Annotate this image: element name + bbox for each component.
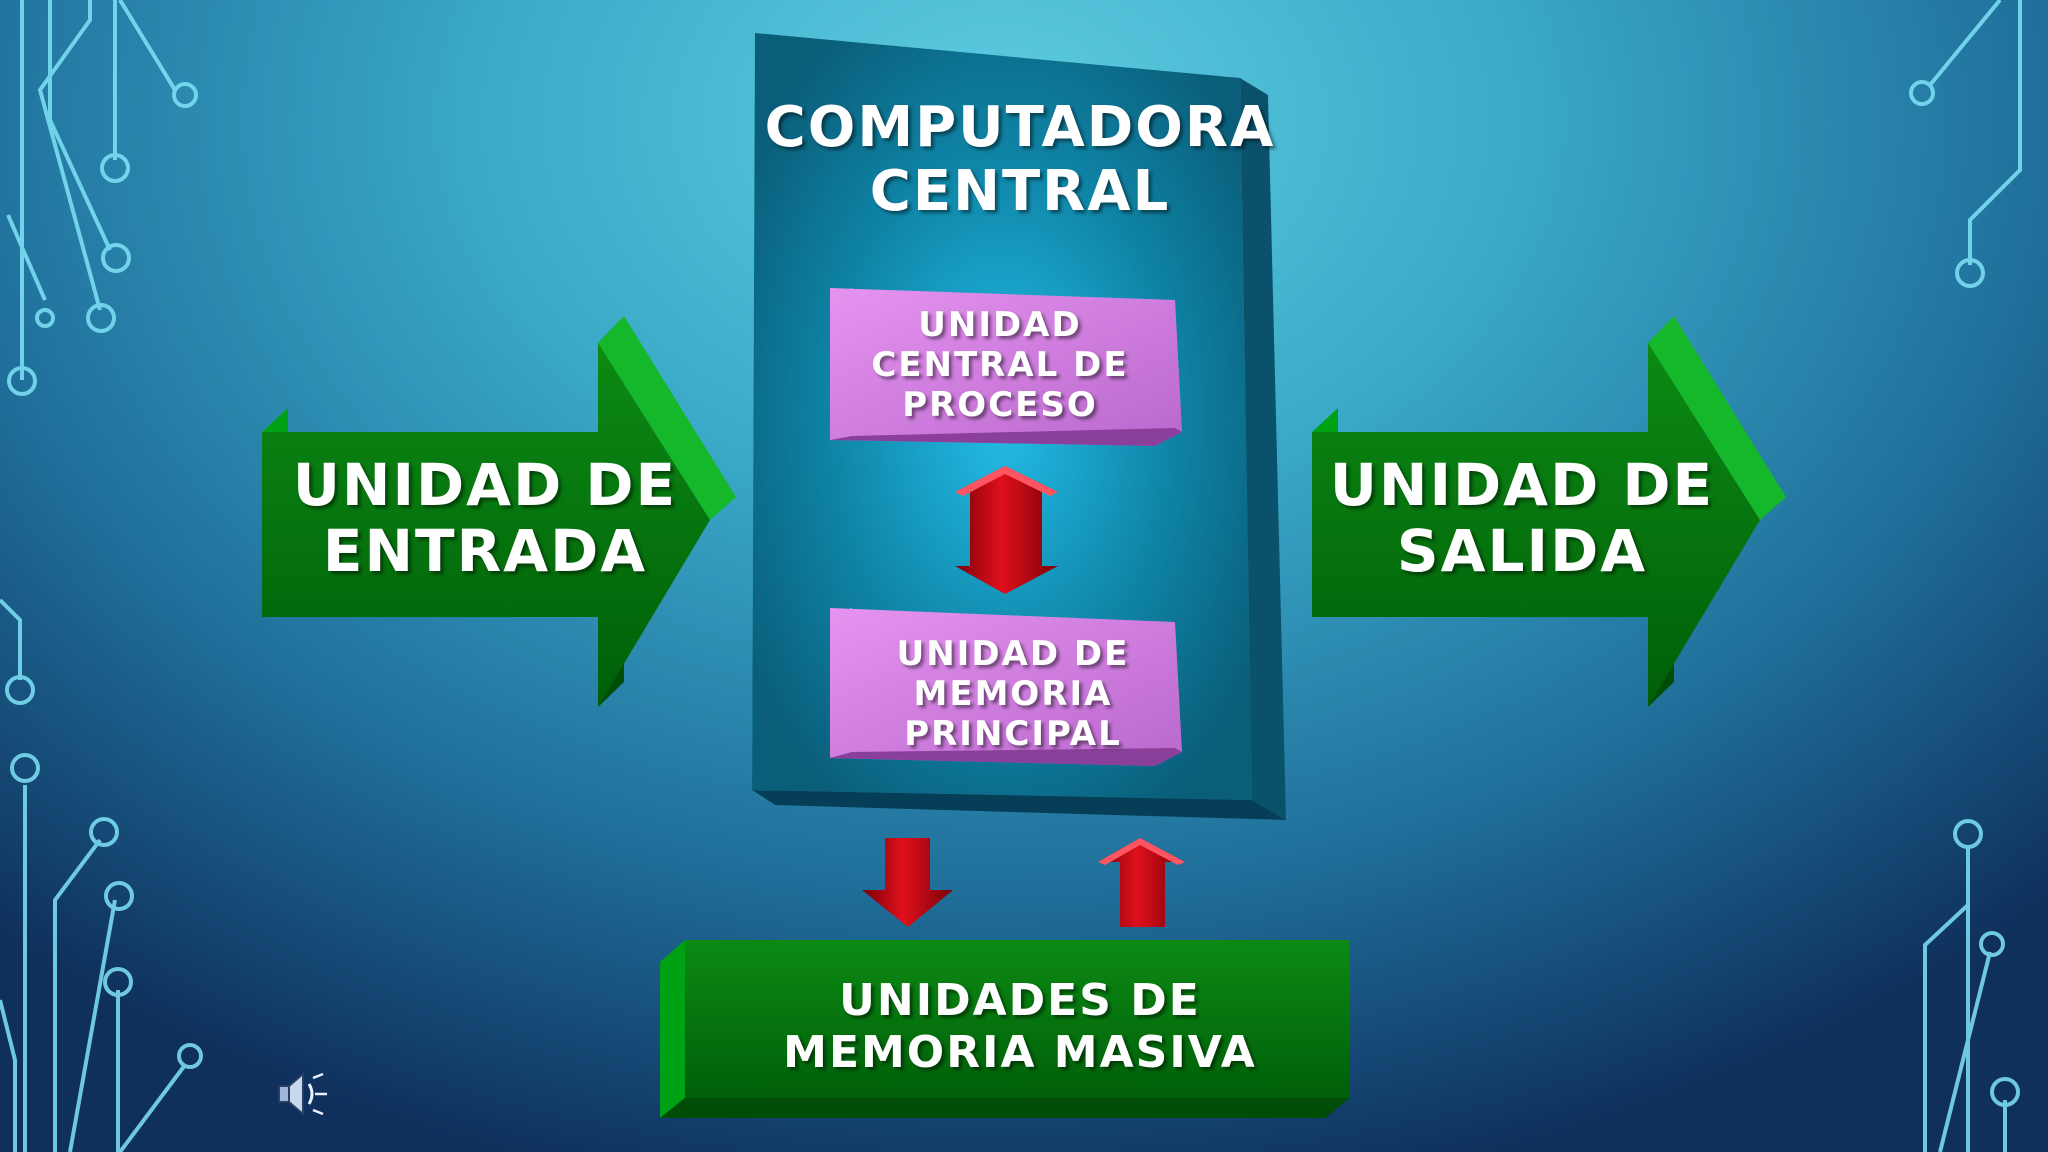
output-unit-label: UNIDAD DE SALIDA bbox=[1312, 445, 1732, 590]
main-memory-label: UNIDAD DE MEMORIA PRINCIPAL bbox=[848, 624, 1178, 764]
down-arrow-to-mass-storage bbox=[862, 838, 953, 927]
cpu-label: UNIDAD CENTRAL DE PROCESO bbox=[835, 295, 1165, 435]
speaker-icon[interactable] bbox=[275, 1068, 329, 1120]
circuit-decoration-right bbox=[1911, 0, 2020, 1152]
input-unit-label: UNIDAD DE ENTRADA bbox=[275, 445, 695, 590]
up-arrow-from-mass-storage bbox=[1098, 838, 1185, 927]
central-computer-title: COMPUTADORA CENTRAL bbox=[770, 92, 1270, 227]
circuit-decoration-left bbox=[0, 0, 201, 1152]
mass-storage-label: UNIDADES DE MEMORIA MASIVA bbox=[690, 972, 1350, 1082]
